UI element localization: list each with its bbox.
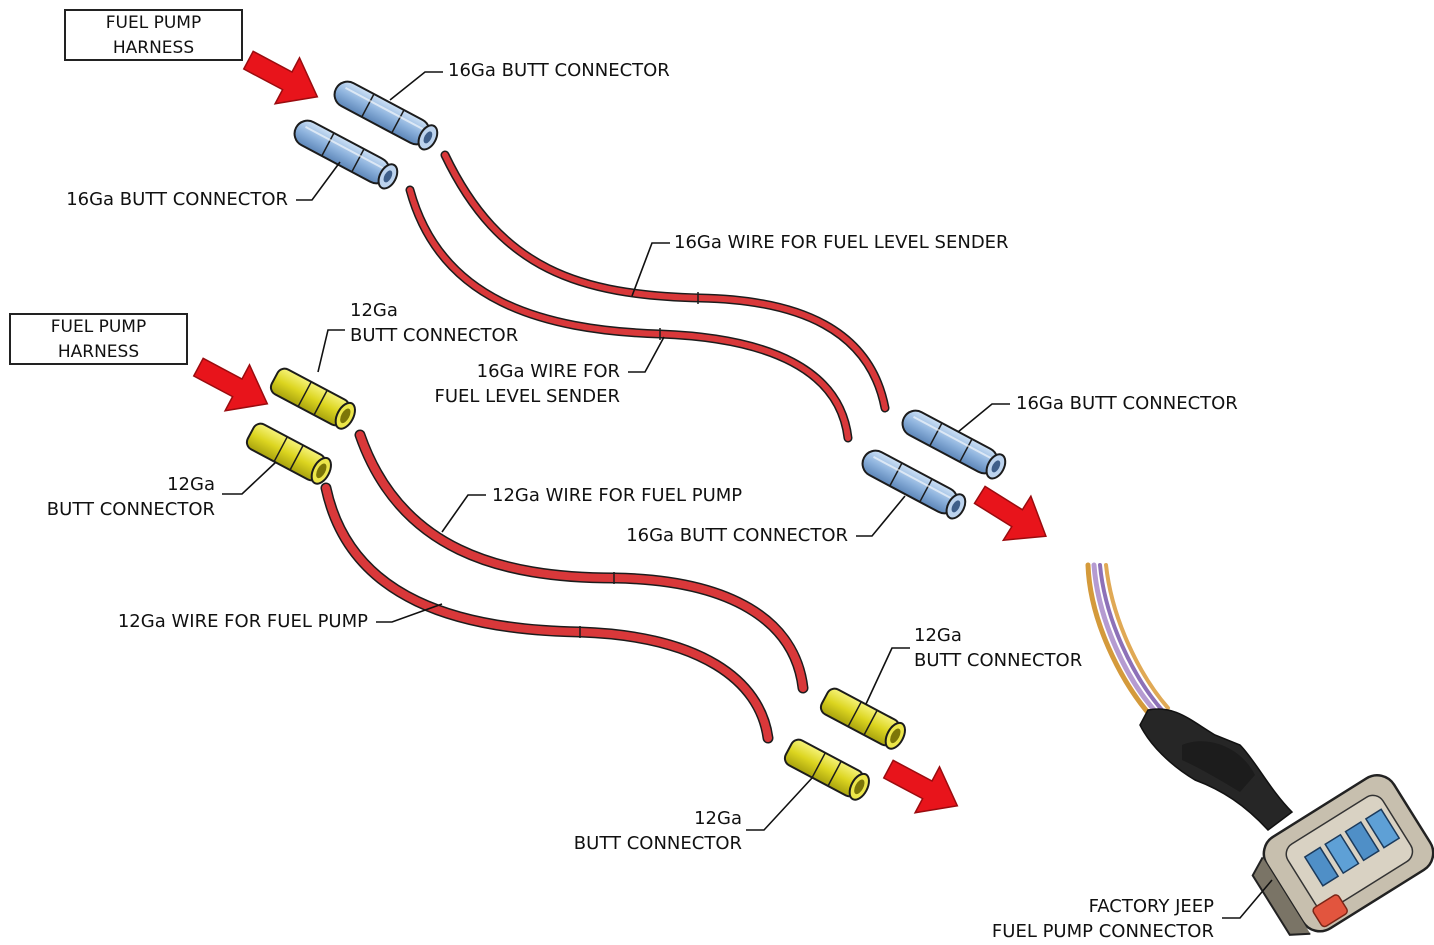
callout-line: BUTT CONNECTOR — [573, 833, 742, 854]
arrow-icon — [185, 343, 281, 428]
callout-12ga-connector: 12Ga BUTT CONNECTOR — [350, 298, 518, 348]
harness-label-line1: FUEL PUMP — [50, 317, 147, 337]
arrow-icon — [965, 472, 1061, 559]
arrow-icon — [235, 36, 331, 121]
callout-line: 12Ga — [914, 625, 962, 646]
callout-12ga-connector: 12Ga BUTT CONNECTOR — [574, 806, 742, 856]
callout-16ga-wire: 16Ga WIRE FOR FUEL LEVEL SENDER — [435, 359, 621, 409]
callout-line: BUTT CONNECTOR — [46, 499, 215, 520]
callout-12ga-wire: 12Ga WIRE FOR FUEL PUMP — [492, 485, 743, 506]
callout-line: BUTT CONNECTOR — [350, 325, 519, 346]
harness-label-line2: HARNESS — [112, 38, 195, 58]
butt-connector-12ga — [243, 419, 336, 488]
arrow-icon — [875, 745, 971, 830]
callout-line: 12Ga — [350, 300, 398, 321]
callout-16ga-connector: 16Ga BUTT CONNECTOR — [626, 525, 848, 546]
callout-line: BUTT CONNECTOR — [914, 650, 1083, 671]
callout-factory-connector: FACTORY JEEP FUEL PUMP CONNECTOR — [992, 894, 1214, 944]
butt-connector-12ga — [781, 735, 874, 804]
callout-12ga-wire: 12Ga WIRE FOR FUEL PUMP — [117, 611, 368, 632]
harness-label-line1: FUEL PUMP — [105, 13, 202, 33]
fuel-pump-harness-label: FUEL PUMP HARNESS — [9, 313, 188, 365]
callout-line: FUEL LEVEL SENDER — [434, 386, 621, 407]
factory-fuel-pump-connector — [1085, 562, 1434, 936]
callout-16ga-connector: 16Ga BUTT CONNECTOR — [1016, 393, 1238, 414]
callout-line: FUEL PUMP CONNECTOR — [991, 921, 1214, 942]
wire-12ga-upper — [354, 429, 809, 694]
butt-connector-12ga — [267, 364, 360, 433]
callout-16ga-connector: 16Ga BUTT CONNECTOR — [66, 189, 288, 210]
leader-lines — [222, 71, 1273, 919]
fuel-pump-harness-label: FUEL PUMP HARNESS — [64, 9, 243, 61]
callout-line: 16Ga WIRE FOR — [476, 361, 620, 382]
harness-label-line2: HARNESS — [57, 342, 140, 362]
callout-12ga-connector: 12Ga BUTT CONNECTOR — [914, 623, 1082, 673]
callout-line: FACTORY JEEP — [1088, 896, 1214, 917]
callout-16ga-connector: 16Ga BUTT CONNECTOR — [448, 60, 670, 81]
callout-line: 12Ga — [167, 474, 215, 495]
callout-12ga-connector: 12Ga BUTT CONNECTOR — [47, 472, 215, 522]
callout-line: 12Ga — [694, 808, 742, 829]
callout-16ga-wire: 16Ga WIRE FOR FUEL LEVEL SENDER — [674, 232, 1009, 253]
butt-connector-12ga — [817, 684, 910, 753]
